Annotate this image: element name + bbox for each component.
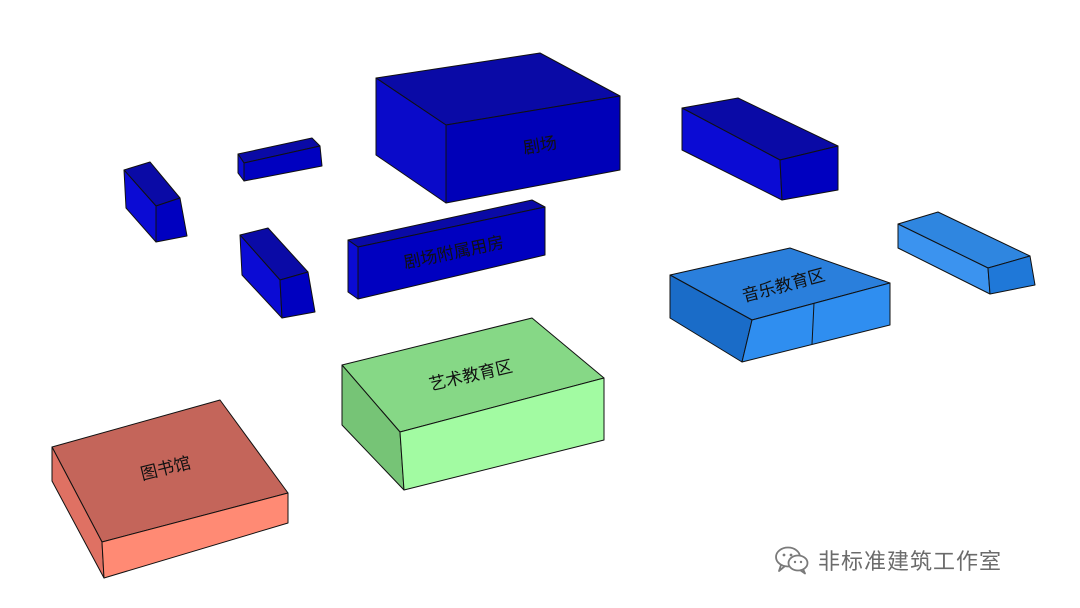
block-music-education: 音乐教育区 — [669, 247, 891, 363]
block-library: 图书馆 — [51, 399, 289, 579]
block-small-2 — [237, 137, 323, 182]
block-theater-annex: 剧场附属用房 — [347, 199, 546, 300]
block-theater: 剧场 — [375, 52, 621, 204]
block-east-light — [897, 211, 1036, 295]
wechat-icon — [775, 546, 809, 575]
block-east — [681, 97, 839, 201]
block-art-education: 艺术教育区 — [341, 317, 605, 491]
block-small-3 — [239, 227, 316, 319]
watermark: 非标准建筑工作室 — [774, 543, 1002, 577]
block-small-1 — [123, 161, 188, 243]
watermark-text: 非标准建筑工作室 — [818, 550, 1003, 575]
